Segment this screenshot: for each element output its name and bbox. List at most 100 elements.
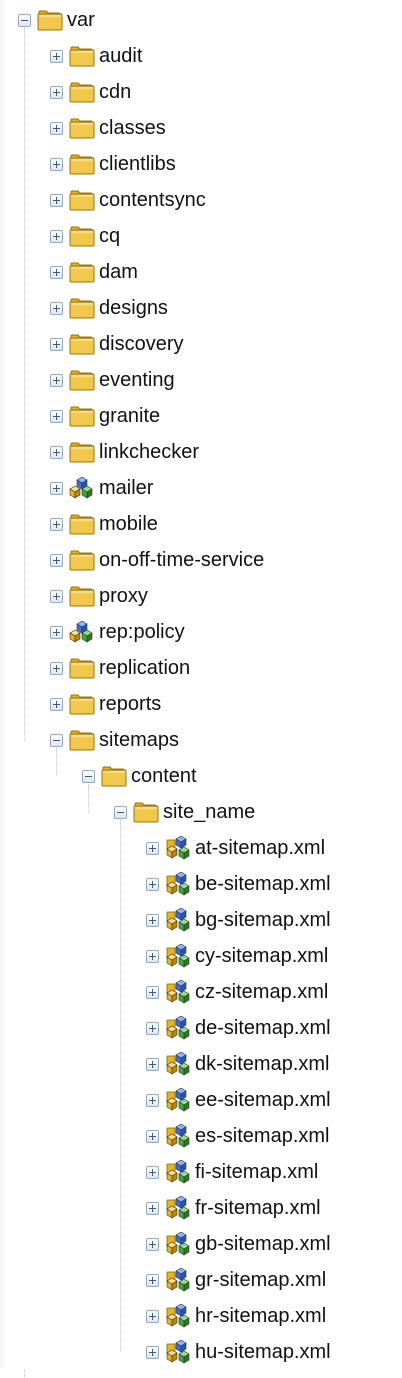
collapse-toggle-icon[interactable] — [18, 13, 31, 27]
tree-node-rep-policy[interactable]: rep:policy — [50, 614, 185, 650]
expand-toggle-icon[interactable] — [146, 841, 159, 855]
expand-toggle-icon[interactable] — [50, 301, 63, 315]
tree-node-clientlibs[interactable]: clientlibs — [50, 146, 176, 182]
tree-node-label[interactable]: eventing — [99, 368, 175, 391]
tree-node-ee-sitemap-xml[interactable]: ee-sitemap.xml — [146, 1082, 331, 1118]
tree-node-de-sitemap-xml[interactable]: de-sitemap.xml — [146, 1010, 331, 1046]
expand-toggle-icon[interactable] — [50, 229, 63, 243]
tree-node-dk-sitemap-xml[interactable]: dk-sitemap.xml — [146, 1046, 329, 1082]
tree-node-label[interactable]: be-sitemap.xml — [195, 872, 331, 895]
tree-node-label[interactable]: dk-sitemap.xml — [195, 1052, 330, 1075]
tree-node-label[interactable]: dam — [99, 260, 138, 283]
tree-node-label[interactable]: cz-sitemap.xml — [195, 980, 329, 1003]
tree-node-label[interactable]: hu-sitemap.xml — [195, 1340, 331, 1363]
expand-toggle-icon[interactable] — [50, 553, 63, 567]
collapse-toggle-icon[interactable] — [82, 769, 95, 783]
tree-node-discovery[interactable]: discovery — [50, 326, 183, 362]
tree-node-label[interactable]: ee-sitemap.xml — [195, 1088, 331, 1111]
tree-node-label[interactable]: audit — [99, 44, 143, 67]
tree-node-gb-sitemap-xml[interactable]: gb-sitemap.xml — [146, 1226, 331, 1262]
tree-node-gr-sitemap-xml[interactable]: gr-sitemap.xml — [146, 1262, 326, 1298]
expand-toggle-icon[interactable] — [146, 913, 159, 927]
expand-toggle-icon[interactable] — [50, 625, 63, 639]
collapse-toggle-icon[interactable] — [114, 805, 127, 819]
tree-node-label[interactable]: designs — [99, 296, 168, 319]
tree-node-label[interactable]: mailer — [99, 476, 154, 499]
expand-toggle-icon[interactable] — [50, 589, 63, 603]
expand-toggle-icon[interactable] — [146, 1237, 159, 1251]
tree-node-label[interactable]: clientlibs — [99, 152, 176, 175]
tree-node-label[interactable]: rep:policy — [99, 620, 185, 643]
tree-node-fi-sitemap-xml[interactable]: fi-sitemap.xml — [146, 1154, 318, 1190]
tree-node-contentsync[interactable]: contentsync — [50, 182, 206, 218]
tree-node-designs[interactable]: designs — [50, 290, 168, 326]
tree-node-label[interactable]: hr-sitemap.xml — [195, 1304, 327, 1327]
tree-node-reports[interactable]: reports — [50, 686, 161, 722]
expand-toggle-icon[interactable] — [50, 661, 63, 675]
tree-node-label[interactable]: sitemaps — [99, 728, 180, 751]
expand-toggle-icon[interactable] — [50, 481, 63, 495]
tree-node-sitemaps[interactable]: sitemaps — [50, 722, 179, 758]
tree-node-at-sitemap-xml[interactable]: at-sitemap.xml — [146, 830, 325, 866]
tree-node-granite[interactable]: granite — [50, 398, 160, 434]
expand-toggle-icon[interactable] — [50, 193, 63, 207]
expand-toggle-icon[interactable] — [146, 1309, 159, 1323]
expand-toggle-icon[interactable] — [50, 121, 63, 135]
tree-node-label[interactable]: de-sitemap.xml — [195, 1016, 331, 1039]
tree-node-linkchecker[interactable]: linkchecker — [50, 434, 199, 470]
tree-node-be-sitemap-xml[interactable]: be-sitemap.xml — [146, 866, 331, 902]
tree-node-audit[interactable]: audit — [50, 38, 142, 74]
tree-node-fr-sitemap-xml[interactable]: fr-sitemap.xml — [146, 1190, 321, 1226]
expand-toggle-icon[interactable] — [146, 1129, 159, 1143]
tree-node-label[interactable]: fi-sitemap.xml — [195, 1160, 319, 1183]
tree-node-content[interactable]: content — [82, 758, 197, 794]
expand-toggle-icon[interactable] — [50, 85, 63, 99]
expand-toggle-icon[interactable] — [50, 373, 63, 387]
tree-node-on-off-time-service[interactable]: on-off-time-service — [50, 542, 264, 578]
tree-node-label[interactable]: cdn — [99, 80, 132, 103]
tree-node-label[interactable]: contentsync — [99, 188, 206, 211]
tree-node-cy-sitemap-xml[interactable]: cy-sitemap.xml — [146, 938, 328, 974]
expand-toggle-icon[interactable] — [146, 1201, 159, 1215]
tree-node-label[interactable]: gr-sitemap.xml — [195, 1268, 327, 1291]
tree-node-label[interactable]: cq — [99, 224, 121, 247]
expand-toggle-icon[interactable] — [50, 49, 63, 63]
tree-node-hu-sitemap-xml[interactable]: hu-sitemap.xml — [146, 1334, 331, 1370]
collapse-toggle-icon[interactable] — [50, 733, 63, 747]
tree-node-label[interactable]: bg-sitemap.xml — [195, 908, 331, 931]
tree-node-site-name[interactable]: site_name — [114, 794, 255, 830]
expand-toggle-icon[interactable] — [50, 409, 63, 423]
tree-node-label[interactable]: classes — [99, 116, 166, 139]
tree-node-proxy[interactable]: proxy — [50, 578, 148, 614]
tree-node-hr-sitemap-xml[interactable]: hr-sitemap.xml — [146, 1298, 326, 1334]
expand-toggle-icon[interactable] — [146, 877, 159, 891]
tree-node-label[interactable]: granite — [99, 404, 161, 427]
tree-node-es-sitemap-xml[interactable]: es-sitemap.xml — [146, 1118, 329, 1154]
expand-toggle-icon[interactable] — [146, 1165, 159, 1179]
expand-toggle-icon[interactable] — [146, 1345, 159, 1359]
expand-toggle-icon[interactable] — [146, 1273, 159, 1287]
tree-node-mailer[interactable]: mailer — [50, 470, 153, 506]
expand-toggle-icon[interactable] — [50, 517, 63, 531]
tree-node-label[interactable]: discovery — [99, 332, 184, 355]
tree-node-label[interactable]: on-off-time-service — [99, 548, 265, 571]
tree-node-replication[interactable]: replication — [50, 650, 190, 686]
tree-node-label[interactable]: cy-sitemap.xml — [195, 944, 329, 967]
tree-node-eventing[interactable]: eventing — [50, 362, 175, 398]
tree-node-label[interactable]: gb-sitemap.xml — [195, 1232, 331, 1255]
expand-toggle-icon[interactable] — [146, 985, 159, 999]
expand-toggle-icon[interactable] — [50, 265, 63, 279]
expand-toggle-icon[interactable] — [146, 1057, 159, 1071]
expand-toggle-icon[interactable] — [146, 1021, 159, 1035]
tree-node-label[interactable]: es-sitemap.xml — [195, 1124, 330, 1147]
tree-node-label[interactable]: proxy — [99, 584, 148, 607]
tree-node-cdn[interactable]: cdn — [50, 74, 131, 110]
tree-node-mobile[interactable]: mobile — [50, 506, 158, 542]
tree-node-label[interactable]: mobile — [99, 512, 158, 535]
tree-node-cq[interactable]: cq — [50, 218, 120, 254]
expand-toggle-icon[interactable] — [146, 949, 159, 963]
expand-toggle-icon[interactable] — [50, 337, 63, 351]
tree-node-label[interactable]: reports — [99, 692, 162, 715]
tree-node-label[interactable]: content — [131, 764, 197, 787]
tree-node-var[interactable]: var — [18, 2, 95, 38]
